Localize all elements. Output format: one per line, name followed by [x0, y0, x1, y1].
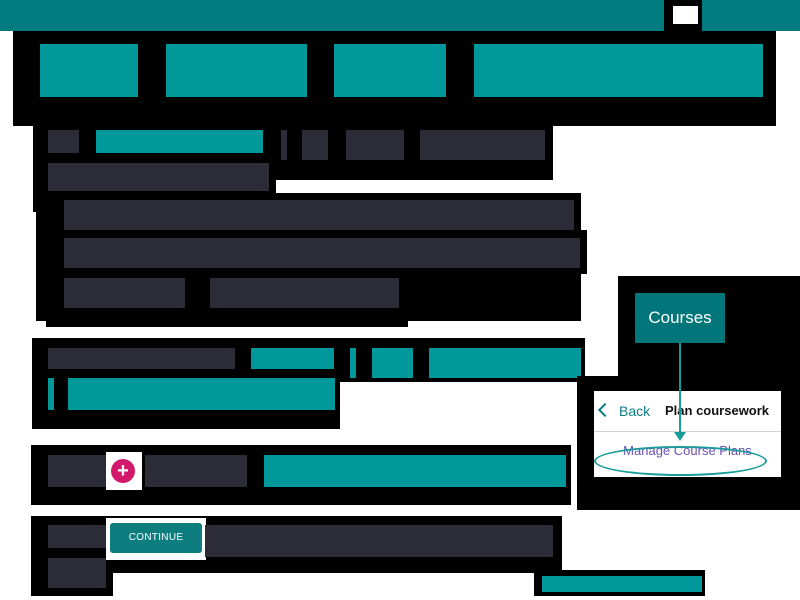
text-block: [48, 163, 269, 191]
list-item: [64, 200, 574, 230]
text-block: [205, 525, 553, 557]
list-item: [210, 278, 399, 308]
text-block: [48, 130, 79, 153]
list-item: [64, 238, 580, 268]
text-block: [302, 130, 328, 160]
panel-title: Plan coursework: [665, 403, 770, 418]
header-icon[interactable]: [673, 6, 698, 24]
back-link[interactable]: Back: [619, 403, 651, 419]
nav-tab-1[interactable]: [40, 44, 138, 97]
continue-button[interactable]: CONTINUE: [110, 523, 202, 553]
text-block: [48, 525, 106, 548]
nav-tab-4[interactable]: [474, 44, 763, 97]
bottom-link-block[interactable]: [542, 576, 702, 592]
link-block[interactable]: [68, 378, 335, 410]
pointer-arrow-line: [679, 343, 681, 435]
link-block[interactable]: [48, 378, 54, 410]
add-button[interactable]: +: [111, 459, 135, 483]
highlight-ellipse: [594, 446, 767, 476]
panel-header: Back Plan coursework: [594, 391, 781, 432]
text-block: [281, 130, 287, 160]
pointer-arrow-head: [674, 432, 686, 441]
courses-tab[interactable]: Courses: [635, 293, 725, 343]
text-block: [346, 130, 404, 160]
nav-tab-2[interactable]: [166, 44, 307, 97]
link-block[interactable]: [350, 348, 356, 378]
link-block[interactable]: [429, 348, 581, 378]
link-block[interactable]: [264, 455, 566, 487]
text-block: [48, 348, 235, 369]
chevron-left-icon[interactable]: [597, 402, 613, 418]
text-block: [48, 455, 106, 487]
text-block: [420, 130, 545, 160]
link-block[interactable]: [251, 348, 334, 369]
text-block: [145, 455, 247, 487]
link-block[interactable]: [372, 348, 413, 378]
text-block: [48, 558, 106, 588]
link-block[interactable]: [96, 130, 263, 153]
list-item: [64, 278, 185, 308]
nav-tab-3[interactable]: [334, 44, 446, 97]
